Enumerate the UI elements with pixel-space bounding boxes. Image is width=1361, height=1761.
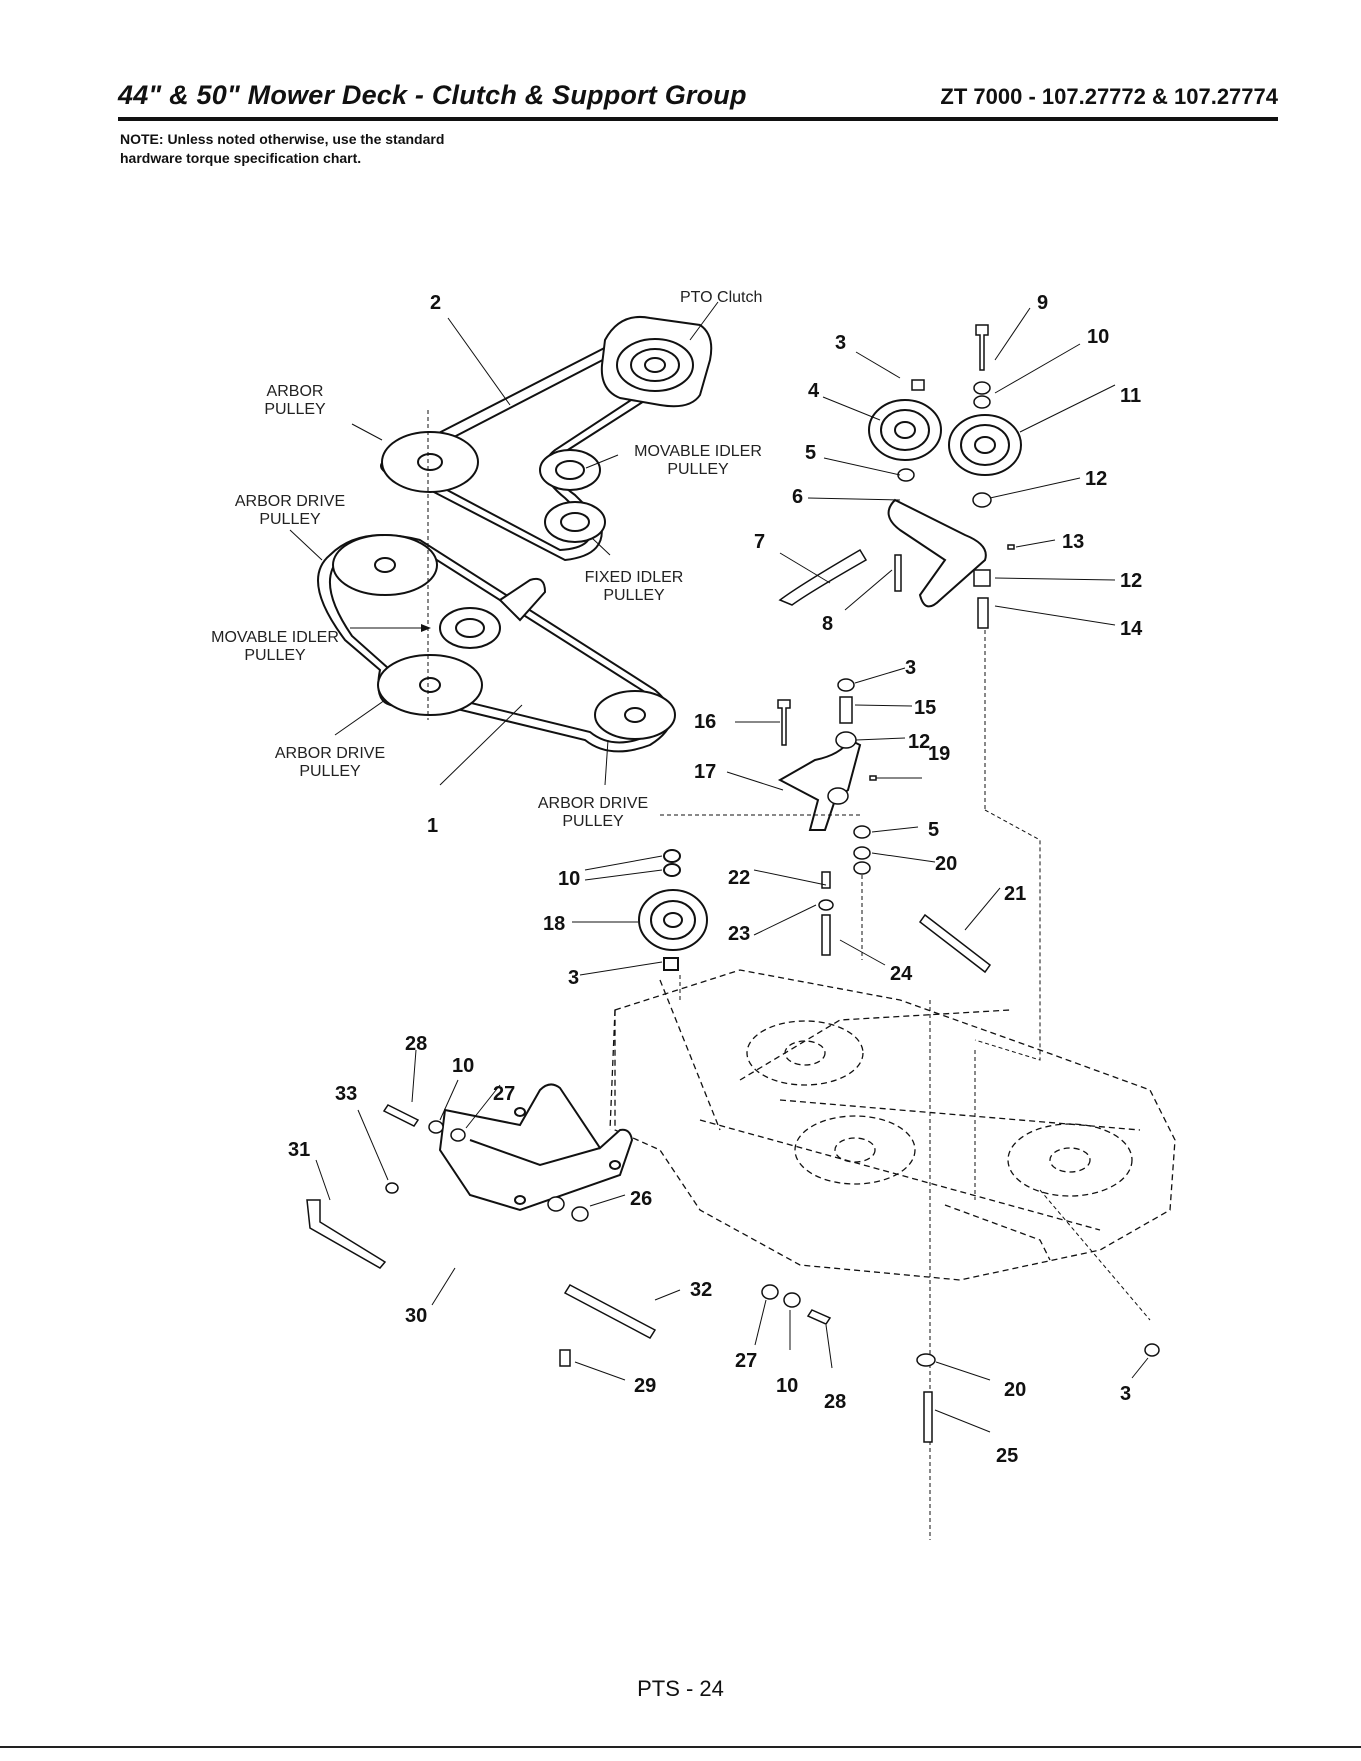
callout: 13 [1062,531,1084,553]
callout: 22 [728,867,750,889]
callout: 1 [427,815,438,837]
idler-arm-lower [777,738,862,831]
callout: 16 [694,711,716,733]
arbor-drive-pulley-right [594,690,676,740]
assembly-lines [660,630,1151,1540]
leader-lines [289,301,1149,1433]
support-bracket [438,1083,634,1212]
fixed-idler-pulley [544,501,606,543]
callout: 20 [1004,1379,1026,1401]
callout: 3 [905,657,916,679]
callout: 5 [928,819,939,841]
callout: 15 [914,697,936,719]
callout: 28 [405,1033,427,1055]
callout: 11 [1120,385,1141,407]
callout: 9 [1037,292,1048,314]
pto-clutch [600,316,713,408]
callout: 23 [728,923,750,945]
footer-rule [0,1746,1361,1748]
page-title: 44" & 50" Mower Deck - Clutch & Support … [118,80,747,110]
callout: 18 [543,913,565,935]
page-number: PTS - 24 [637,1676,724,1701]
callout: 10 [452,1055,474,1077]
middle-hardware [777,678,992,974]
callout: 17 [694,761,716,783]
callout: 25 [996,1445,1018,1467]
callout-numbers: 2 9 3 10 4 11 5 12 6 13 7 12 8 14 3 15 1… [288,292,1143,1467]
callout: 12 [908,731,930,753]
callout: 31 [288,1139,310,1161]
callout: 10 [558,868,580,890]
upper-hardware [778,324,1015,629]
callout: 12 [1085,468,1107,490]
callout: 27 [493,1083,515,1105]
movable-idler-pulley-left [439,577,547,649]
torque-note: NOTE: Unless noted otherwise, use the st… [120,131,445,166]
callout: 21 [1004,883,1026,905]
callout: 12 [1120,570,1142,592]
callout: 8 [822,613,833,635]
mower-deck [609,969,1176,1281]
lower-left-hardware [306,1104,1160,1443]
callout: 3 [568,967,579,989]
model-number: ZT 7000 - 107.27772 & 107.27774 [940,84,1278,109]
callout: 4 [808,380,820,402]
callout: 10 [776,1375,798,1397]
callout: 30 [405,1305,427,1327]
callout: 19 [928,743,950,765]
callout: 24 [890,963,913,985]
callout: 10 [1087,326,1109,348]
callout: 28 [824,1391,846,1413]
pulley-18 [638,849,708,971]
callout: 27 [735,1350,757,1372]
callout: 7 [754,531,765,553]
callout: 6 [792,486,803,508]
page-header: 44" & 50" Mower Deck - Clutch & Support … [118,78,1278,122]
idler-arm-upper [887,498,987,608]
callout: 3 [835,332,846,354]
callout: 3 [1120,1383,1131,1405]
callout: 2 [430,292,441,314]
label-pto-clutch: PTO Clutch [680,289,762,306]
arbor-pulley-top [381,431,479,493]
pulley-4 [868,399,942,461]
pulley-11 [948,414,1022,476]
callout: 33 [335,1083,357,1105]
header-rule [118,117,1278,121]
callout: 14 [1120,618,1143,640]
callout: 5 [805,442,816,464]
callout: 29 [634,1375,656,1397]
movable-idler-pulley-top [539,449,601,491]
callout: 26 [630,1188,652,1210]
callout: 20 [935,853,957,875]
arbor-drive-pulley-upper [332,534,438,596]
arbor-drive-pulley-lower [377,654,483,716]
callout: 32 [690,1279,712,1301]
